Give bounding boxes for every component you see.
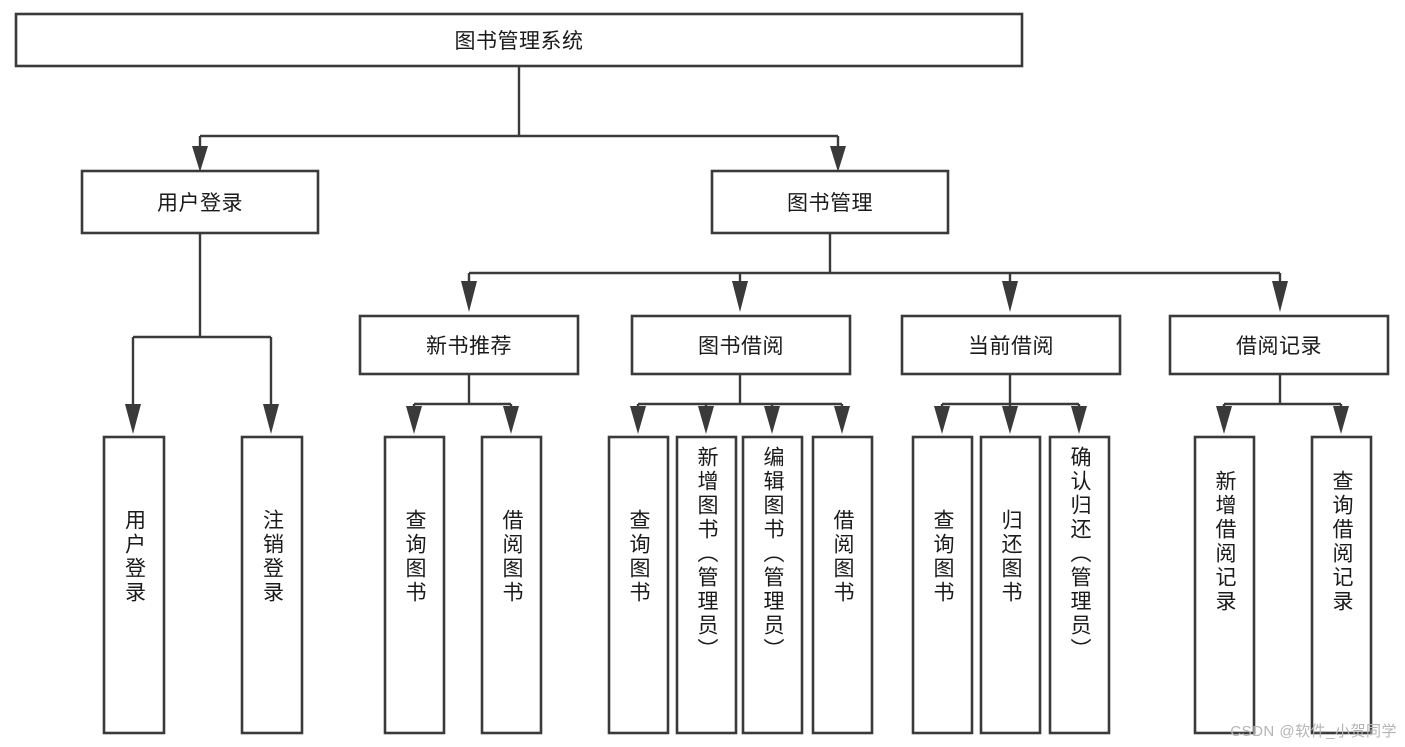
arrow-to-borrow-record xyxy=(1272,281,1288,312)
arrow-to-leaf-query-book-2 xyxy=(630,406,646,434)
node-book-borrow[interactable] xyxy=(630,314,852,376)
node-leaf-query-book-2[interactable] xyxy=(607,435,670,735)
arrow-to-leaf-query-record xyxy=(1333,406,1349,434)
node-leaf-edit-book[interactable] xyxy=(741,435,804,735)
node-leaf-logout[interactable] xyxy=(240,435,304,735)
connector-new-book-recommend-to-leaves xyxy=(412,374,513,410)
connector-book-borrow-to-leaves xyxy=(636,374,844,410)
node-leaf-confirm-return[interactable] xyxy=(1048,435,1111,735)
node-leaf-borrow-book-1[interactable] xyxy=(480,435,543,735)
arrow-to-leaf-confirm-return xyxy=(1071,406,1087,434)
node-borrow-record[interactable] xyxy=(1168,314,1390,376)
arrow-to-book-borrow xyxy=(732,281,748,312)
arrow-to-leaf-return-book xyxy=(1002,406,1018,434)
connector-book-management-to-level2 xyxy=(467,233,1282,283)
arrow-to-leaf-query-book-1 xyxy=(406,406,422,434)
arrow-to-leaf-borrow-book-2 xyxy=(834,406,850,434)
node-user-login[interactable] xyxy=(80,169,320,235)
arrow-to-leaf-query-book-3 xyxy=(934,406,950,434)
watermark-text: CSDN @软件_小贺同学 xyxy=(1230,723,1397,740)
node-leaf-query-book-1[interactable] xyxy=(383,435,446,735)
arrow-to-new-book-recommend xyxy=(461,281,477,312)
node-leaf-add-book[interactable] xyxy=(675,435,738,735)
connector-current-borrow-to-leaves xyxy=(940,374,1081,410)
node-leaf-query-record[interactable] xyxy=(1310,435,1373,735)
connector-user-login-to-leaves xyxy=(131,233,273,404)
node-leaf-borrow-book-2[interactable] xyxy=(811,435,874,735)
arrow-to-book-management xyxy=(830,146,846,172)
node-leaf-query-book-3[interactable] xyxy=(911,435,974,735)
arrow-to-leaf-add-book xyxy=(698,406,714,434)
node-root[interactable] xyxy=(14,12,1024,68)
arrow-to-current-borrow xyxy=(1002,281,1018,312)
arrow-to-user-login xyxy=(192,146,208,172)
node-book-management[interactable] xyxy=(710,169,950,235)
arrow-to-leaf-user-login xyxy=(125,404,141,434)
node-current-borrow[interactable] xyxy=(900,314,1122,376)
arrow-to-leaf-logout xyxy=(263,404,279,434)
node-leaf-return-book[interactable] xyxy=(979,435,1042,735)
arrow-to-leaf-edit-book xyxy=(764,406,780,434)
connector-root-to-bus xyxy=(198,66,840,156)
arrow-to-leaf-borrow-book-1 xyxy=(503,406,519,434)
node-leaf-user-login[interactable] xyxy=(102,435,166,735)
arrow-to-leaf-add-record xyxy=(1216,406,1232,434)
node-new-book-recommend[interactable] xyxy=(358,314,580,376)
node-leaf-add-record[interactable] xyxy=(1193,435,1256,735)
connector-borrow-record-to-leaves xyxy=(1222,374,1343,410)
